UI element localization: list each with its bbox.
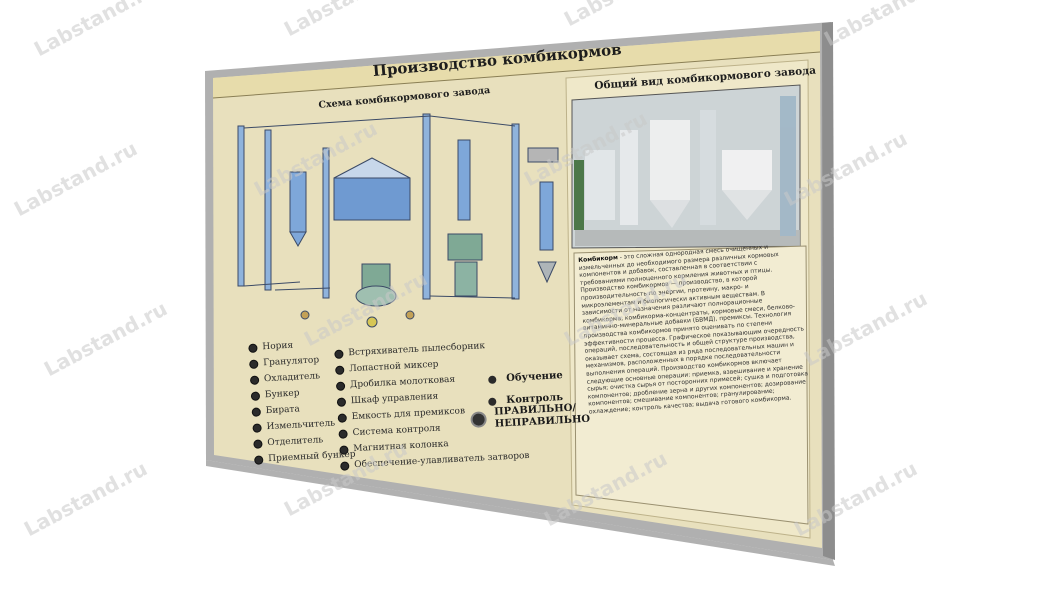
button-dot-icon <box>252 422 262 433</box>
description-body: - это сложная однородная смесь очищенных… <box>578 243 809 416</box>
frame-side <box>822 22 835 560</box>
title-band <box>213 31 820 98</box>
process-diagram <box>237 113 559 328</box>
description-text: Комбикорм - это сложная однородная смесь… <box>578 242 811 417</box>
legend-left-label: Отделитель <box>267 435 324 449</box>
legend-left-label: Бирата <box>265 404 301 417</box>
button-dot-icon <box>253 438 263 449</box>
button-dot-icon <box>248 343 258 353</box>
control-indicator-icon <box>488 397 497 406</box>
legend-left-label: Гранулятор <box>262 355 320 369</box>
legend-left-label: Бункер <box>264 388 300 401</box>
button-dot-icon <box>334 349 344 359</box>
button-dot-icon <box>339 444 349 455</box>
button-dot-icon <box>336 396 347 407</box>
button-dot-icon <box>250 390 261 401</box>
lamp-icon <box>470 411 488 428</box>
button-dot-icon <box>254 454 264 465</box>
button-dot-icon <box>251 406 261 417</box>
button-dot-icon <box>335 365 345 375</box>
legend-left-label: Охладитель <box>263 371 321 385</box>
button-dot-icon <box>337 412 347 423</box>
legend-left-label: Нория <box>262 340 294 353</box>
photo-machines <box>574 96 800 246</box>
legend-left-label: Измельчитель <box>266 418 336 433</box>
button-dot-icon <box>338 428 348 439</box>
legend-middle-label: Лопастной миксер <box>348 359 439 375</box>
legend-middle-label: Система контроля <box>352 423 441 439</box>
button-dot-icon <box>340 460 350 471</box>
description-box <box>573 245 809 525</box>
legend-middle-label: Шкаф управления <box>350 391 439 407</box>
button-dot-icon <box>335 380 346 391</box>
button-dot-icon <box>249 374 260 385</box>
training-indicator-icon <box>488 375 497 384</box>
button-dot-icon <box>249 359 259 369</box>
